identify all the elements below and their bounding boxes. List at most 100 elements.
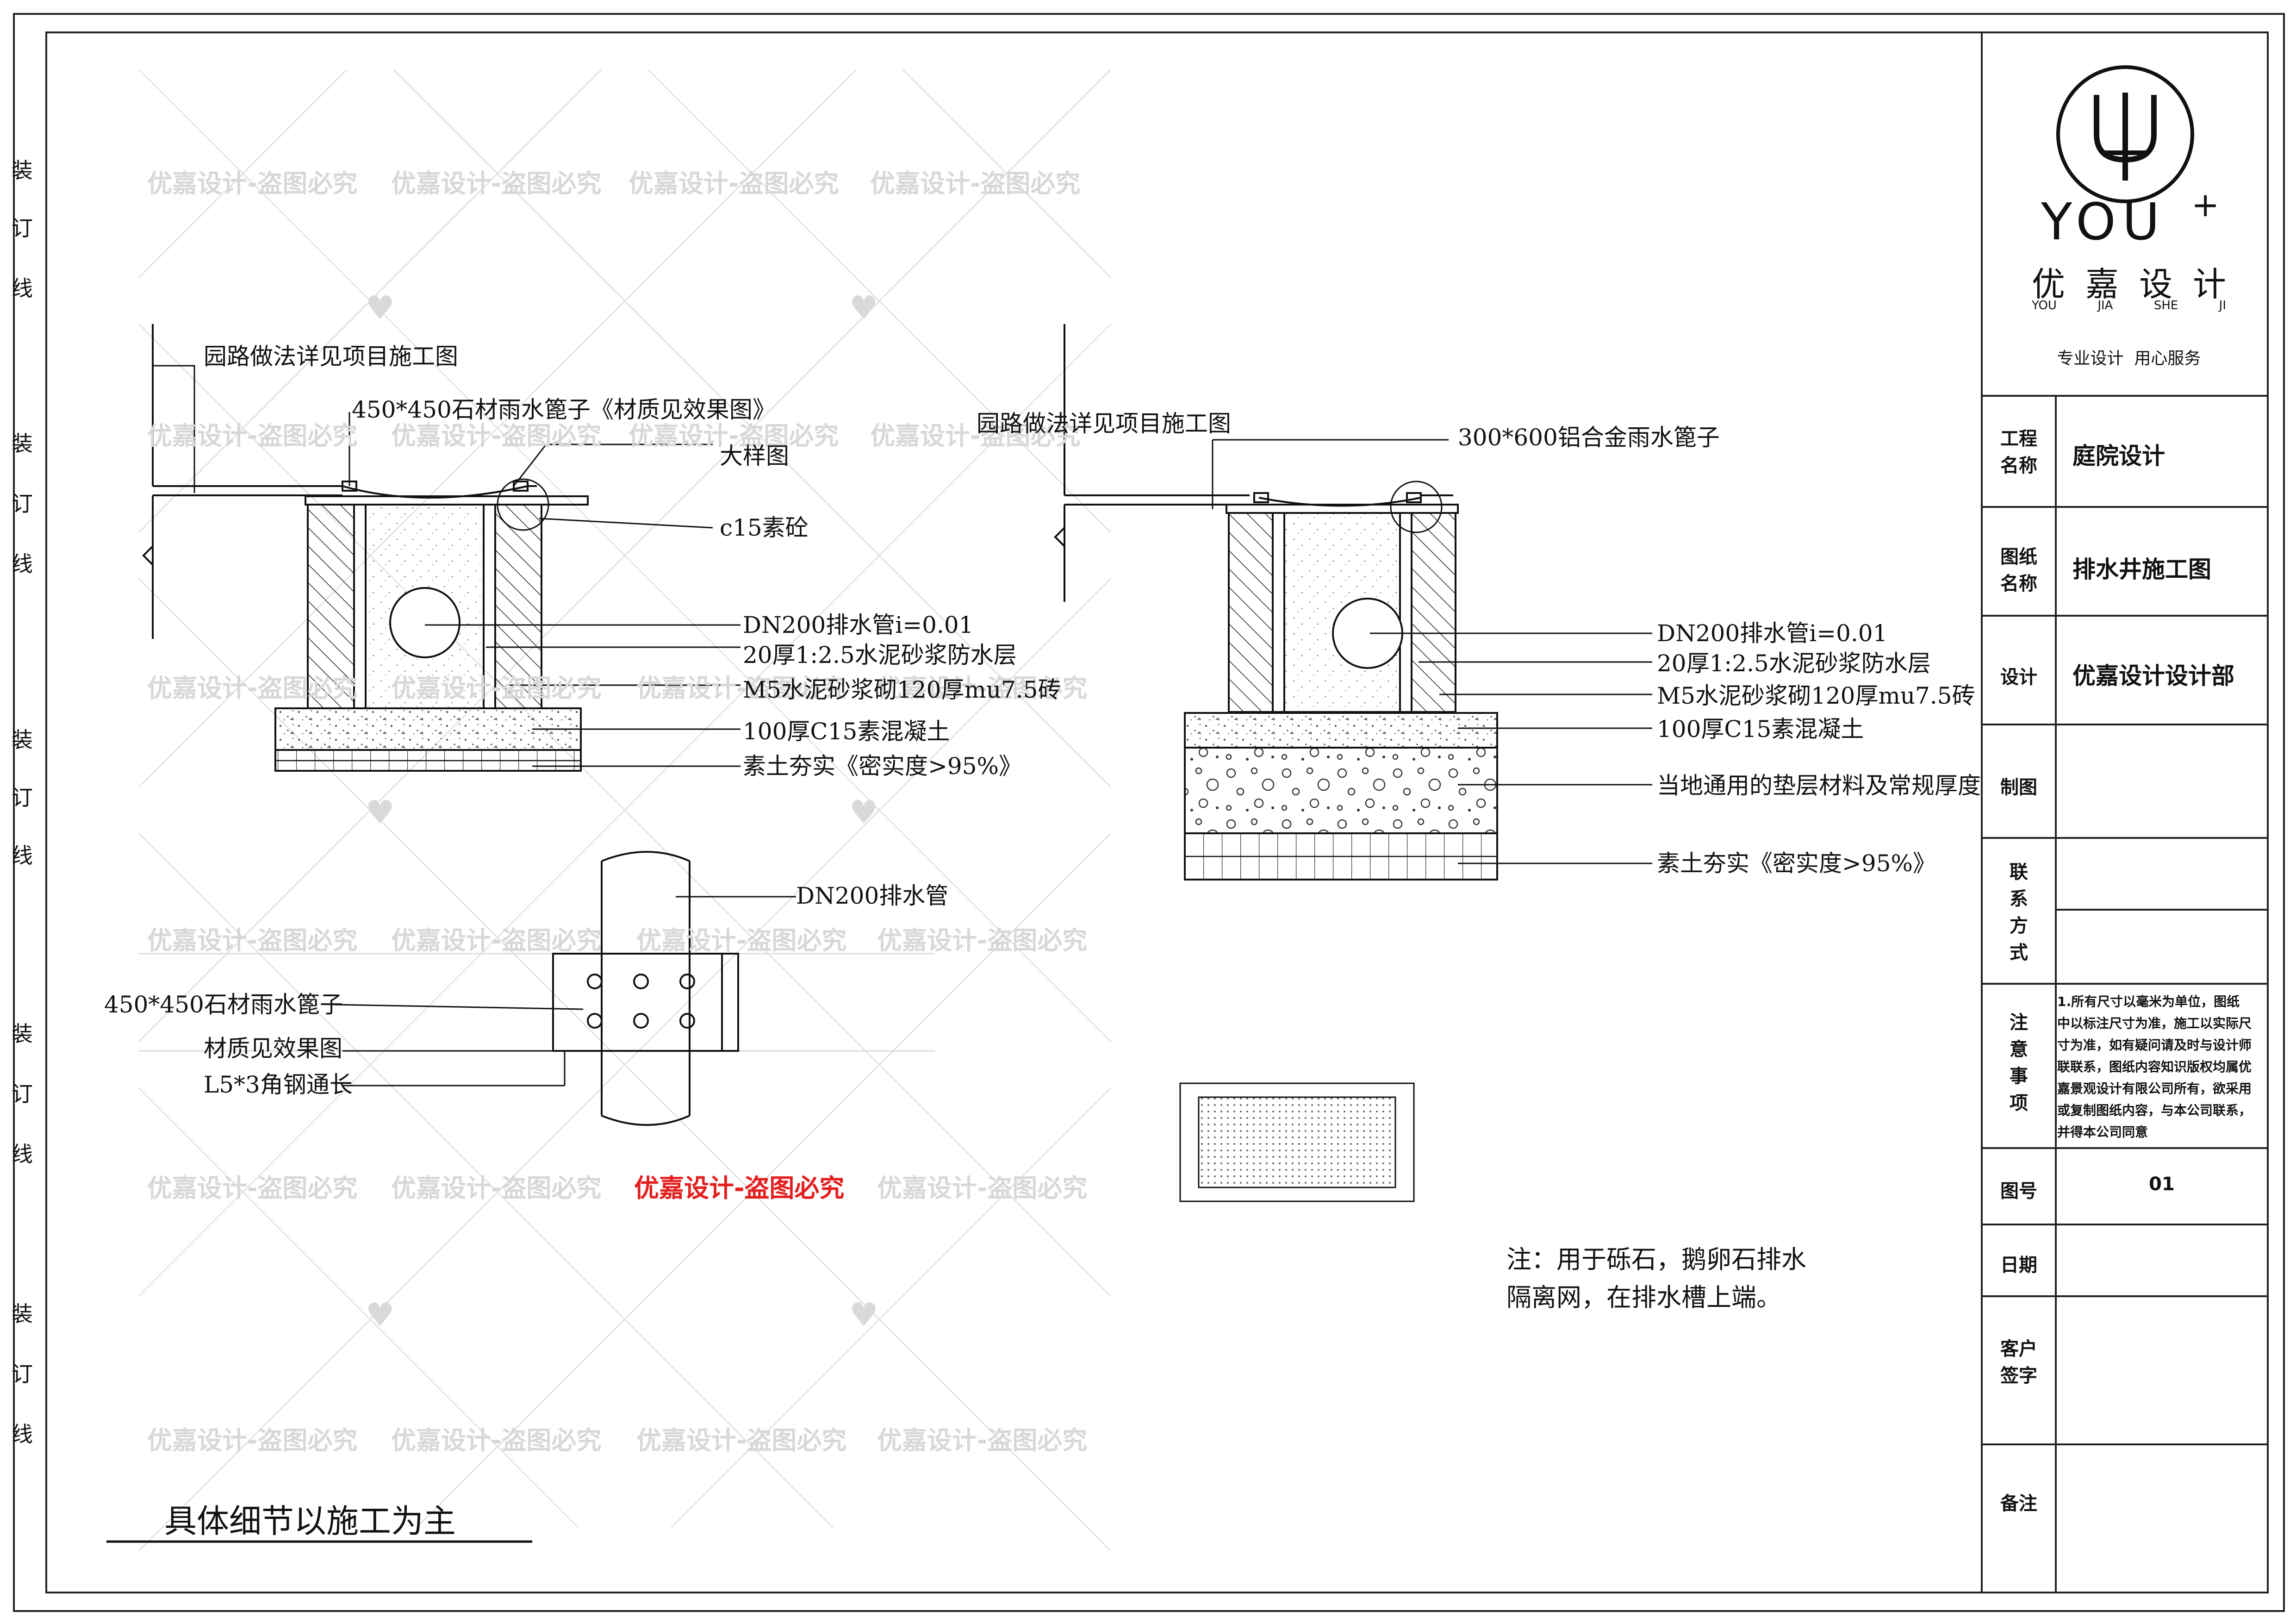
binding-char: 订: [12, 1081, 33, 1106]
left-road-note: 园路做法详见项目施工图: [204, 343, 458, 370]
right-soil-label: 素土夯实《密实度>95%》: [1657, 850, 1936, 877]
inner-frame: [45, 31, 2269, 1593]
left-section-drawing: [142, 324, 589, 772]
sheet-label: 图号: [2000, 1181, 2037, 1202]
logo-char: 设: [2139, 265, 2172, 304]
watermark-text: 优嘉设计-盗图必究: [391, 421, 602, 450]
left-soil-label: 素土夯实《密实度>95%》: [743, 753, 1022, 780]
binding-char: 订: [12, 491, 33, 516]
logo-slogan: 专业设计 用心服务: [2057, 349, 2201, 368]
watermark-text: 优嘉设计-盗图必究: [391, 926, 602, 955]
binding-char: 装: [12, 727, 33, 752]
right-grate-label: 300*600铝合金雨水篦子: [1458, 424, 1720, 451]
watermark-text: 优嘉设计-盗图必究: [870, 169, 1081, 198]
heart-icon: ♥: [849, 1296, 878, 1334]
contact-label: 联 系 方 式: [2010, 862, 2028, 963]
binding-char: 线: [12, 1422, 33, 1447]
drainage-note: 注：用于砾石，鹅卵石排水 隔离网，在排水槽上端。: [1506, 1245, 1806, 1312]
logo-brand: YOU: [2041, 192, 2166, 251]
watermark-lattice: [138, 69, 1112, 1552]
logo-plus: +: [2191, 185, 2220, 224]
plan-leaders: [333, 896, 796, 1087]
binding-char: 装: [12, 1301, 33, 1326]
logo-pinyin: YOU: [2032, 299, 2057, 312]
plan-grate-label: 450*450石材雨水篦子: [104, 991, 343, 1018]
right-mortar-label: 20厚1:2.5水泥砂浆防水层: [1657, 650, 1931, 677]
binding-char: 线: [12, 276, 33, 301]
right-section-leaders: [1212, 439, 1652, 864]
binding-char: 线: [12, 1142, 33, 1167]
right-section-drawing: [1054, 324, 1498, 881]
watermark-text: 优嘉设计-盗图必究: [391, 674, 602, 703]
plan-material-label: 材质见效果图: [204, 1035, 342, 1062]
date-label: 日期: [2000, 1255, 2037, 1276]
binding-char: 装: [12, 158, 33, 183]
outer-frame: [13, 13, 2285, 1612]
binding-char: 订: [12, 785, 33, 810]
heart-icon: ♥: [849, 793, 878, 831]
watermark-text: 优嘉设计-盗图必究: [147, 421, 358, 450]
watermark-text: 优嘉设计-盗图必究: [636, 674, 847, 703]
right-pipe-label: DN200排水管i=0.01: [1657, 620, 1888, 647]
left-detail-label: 大样图: [720, 443, 789, 469]
plan-angle-label: L5*3角钢通长: [204, 1071, 353, 1098]
heart-icon: ♥: [366, 793, 395, 831]
remarks-label: 备注: [2000, 1493, 2037, 1514]
right-brick-label: M5水泥砂浆砌120厚mu7.5砖: [1657, 682, 1975, 709]
watermark-text: 优嘉设计-盗图必究: [628, 169, 839, 198]
plan-pipe-label: DN200排水管: [796, 882, 949, 909]
drawing-value: 排水井施工图: [2072, 556, 2211, 583]
left-brick-label: M5水泥砂浆砌120厚mu7.5砖: [743, 676, 1061, 703]
logo-name-pinyin: YOU JIA SHE JI: [2032, 299, 2226, 312]
binding-char: 线: [12, 843, 33, 868]
watermark-text: 优嘉设计-盗图必究: [877, 1174, 1088, 1203]
logo-char: 计: [2192, 265, 2226, 304]
watermark-text: 优嘉设计-盗图必究: [147, 926, 358, 955]
right-concrete-label: 100厚C15素混凝土: [1657, 716, 1864, 743]
binding-char: 装: [12, 1021, 33, 1046]
watermark-text: 优嘉设计-盗图必究: [870, 421, 1081, 450]
logo-pinyin: JI: [2219, 299, 2226, 312]
project-value: 庭院设计: [2072, 443, 2165, 469]
watermark-text: 优嘉设计-盗图必究: [628, 421, 839, 450]
watermark-text: 优嘉设计-盗图必究: [636, 926, 847, 955]
project-label: 工程 名称: [2000, 428, 2037, 476]
left-pipe-label: DN200排水管i=0.01: [743, 612, 974, 638]
design-label: 设计: [2000, 667, 2037, 688]
watermark-text: 优嘉设计-盗图必究: [147, 674, 358, 703]
watermark-text: 优嘉设计-盗图必究: [147, 1174, 358, 1203]
binding-char: 装: [12, 431, 33, 456]
watermark-text: 优嘉设计-盗图必究: [391, 1426, 602, 1455]
title-block-lines: [1981, 32, 2268, 1593]
watermark-text: 优嘉设计-盗图必究: [147, 1426, 358, 1455]
watermark-text: 优嘉设计-盗图必究: [877, 674, 1088, 703]
watermark-text: 优嘉设计-盗图必究: [877, 926, 1088, 955]
watermark-text: 优嘉设计-盗图必究: [877, 1426, 1088, 1455]
heart-icon: ♥: [366, 289, 395, 327]
heart-icon: ♥: [849, 289, 878, 327]
left-c15-label: c15素砼: [720, 514, 809, 541]
left-section-leaders: [153, 365, 740, 767]
right-cushion-label: 当地通用的垫层材料及常规厚度: [1657, 772, 1981, 799]
binding-char: 订: [12, 216, 33, 241]
notes-label: 注 意 事 项: [2010, 1012, 2028, 1114]
logo-name-cn: 优 嘉 设 计: [2032, 257, 2226, 306]
logo-char: 嘉: [2085, 265, 2119, 304]
client-label: 客户 签字: [2000, 1338, 2037, 1387]
logo-pinyin: SHE: [2153, 299, 2178, 312]
footnote: 具体细节以施工为主: [164, 1502, 456, 1540]
design-value: 优嘉设计设计部: [2072, 662, 2234, 689]
binding-char: 线: [12, 551, 33, 576]
watermark-text: 优嘉设计-盗图必究: [636, 1426, 847, 1455]
left-mortar-label: 20厚1:2.5水泥砂浆防水层: [743, 642, 1017, 668]
logo-char: 优: [2032, 265, 2066, 304]
left-concrete-label: 100厚C15素混凝土: [743, 718, 950, 745]
draft-label: 制图: [2000, 777, 2037, 798]
left-grate-label: 450*450石材雨水篦子《材质见效果图》: [352, 396, 776, 423]
notes-value: 1.所有尺寸以毫米为单位，图纸中以标注尺寸为准，施工以实际尺寸为准，如有疑问请及…: [2057, 994, 2252, 1140]
watermark-text-red: 优嘉设计-盗图必究: [634, 1174, 845, 1203]
watermark-text: 优嘉设计-盗图必究: [147, 169, 358, 198]
heart-icon: ♥: [366, 1296, 395, 1334]
watermark-text: 优嘉设计-盗图必究: [391, 1174, 602, 1203]
